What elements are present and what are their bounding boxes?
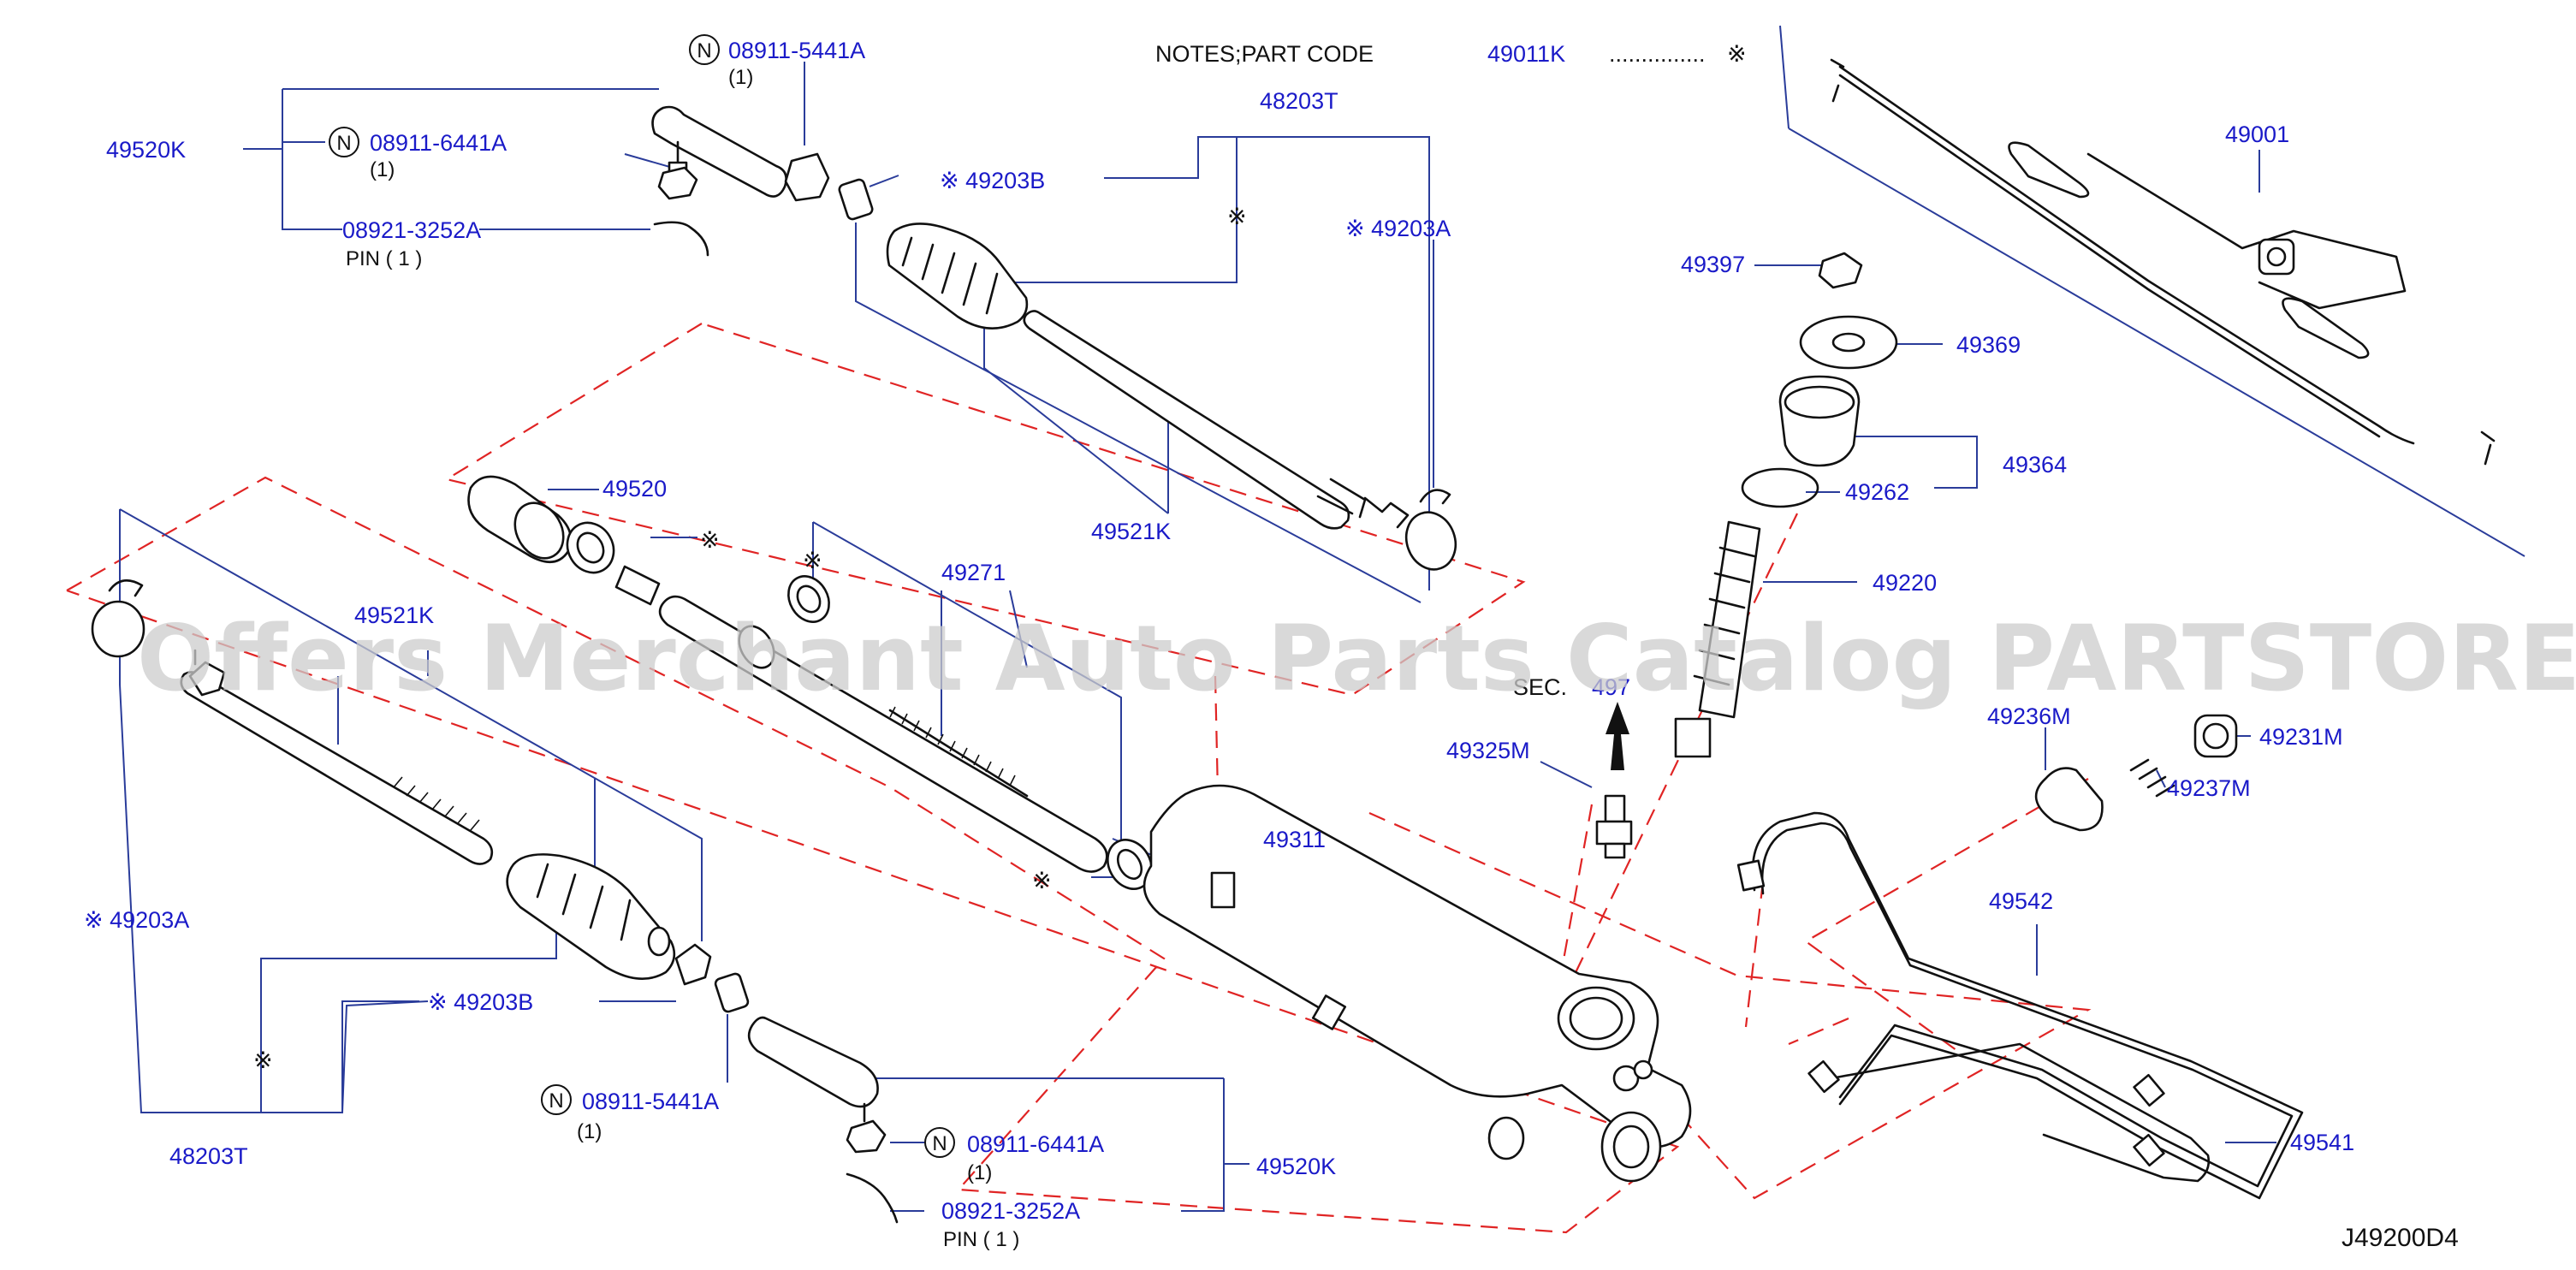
- callout-49521K-left[interactable]: 49521K: [354, 602, 434, 628]
- callout-49203A-top[interactable]: ※ 49203A: [1345, 216, 1451, 241]
- reference-mark-ring: ※: [700, 527, 720, 553]
- nut-49397: [1818, 252, 1863, 289]
- section-reference: SEC. 497: [1513, 674, 1630, 700]
- inner-tie-rod-left: [180, 649, 494, 865]
- arrow-up-icon: [1606, 702, 1629, 770]
- svg-text:N: N: [336, 132, 351, 155]
- clamp-left: [91, 579, 145, 658]
- pinion-shaft: [1674, 520, 1761, 758]
- circled-n-icon: N: [924, 1127, 955, 1158]
- callout-49236M[interactable]: 49236M: [1987, 703, 2071, 729]
- diagram-code: J49200D4: [2342, 1224, 2459, 1252]
- tie-rod-end-bottom: [747, 1016, 899, 1224]
- callout-49220[interactable]: 49220: [1873, 570, 1937, 596]
- reference-mark-271: ※: [803, 548, 822, 573]
- callout-08911-5441A-bottom[interactable]: 08911-5441A: [582, 1089, 719, 1114]
- clamp-top: [1404, 489, 1457, 571]
- gear-housing: [1143, 784, 1692, 1183]
- qty-08911-5441A-bottom: (1): [577, 1120, 602, 1143]
- inner-tie-rod-top: [1023, 310, 1410, 530]
- sec-ref-link[interactable]: 497: [1592, 674, 1630, 700]
- callout-08921-3252A-bottom[interactable]: 08921-3252A: [941, 1198, 1080, 1224]
- callout-49231M[interactable]: 49231M: [2259, 724, 2343, 750]
- callout-labels: 49520K 08911-5441A (1) 08911-6441A (1) 0…: [84, 38, 2354, 1251]
- circled-n-icon: N: [541, 1084, 572, 1115]
- sec-prefix: SEC.: [1513, 674, 1567, 700]
- callout-08911-6441A-bottom[interactable]: 08911-6441A: [967, 1131, 1104, 1157]
- notes-label: NOTES;PART CODE: [1155, 41, 1374, 67]
- qty-08911-6441A-bottom: (1): [967, 1161, 992, 1184]
- callout-49520K-bottom[interactable]: 49520K: [1256, 1154, 1336, 1179]
- parts-drawing: [91, 58, 2496, 1224]
- watermark-text: Offers Merchant Auto Parts Catalog PARTS…: [137, 606, 2576, 711]
- rack-bushing: [467, 475, 615, 574]
- pin-label-bottom: PIN ( 1 ): [943, 1228, 1019, 1251]
- callout-49520K-top[interactable]: 49520K: [106, 137, 186, 163]
- callout-49203B-top[interactable]: ※ 49203B: [940, 168, 1045, 193]
- callout-49541[interactable]: 49541: [2290, 1130, 2354, 1155]
- callout-08911-6441A-top[interactable]: 08911-6441A: [370, 130, 507, 156]
- callout-49542[interactable]: 49542: [1989, 888, 2053, 914]
- tie-rod-end-top: [651, 105, 787, 257]
- hydraulic-lines: [1736, 811, 2304, 1200]
- reference-mark-bushing: ※: [1032, 868, 1052, 893]
- o-ring-49262: [1741, 467, 1819, 508]
- circled-n-icon: N: [689, 34, 720, 65]
- callout-49369[interactable]: 49369: [1956, 332, 2021, 358]
- callout-49203B-left[interactable]: ※ 49203B: [428, 989, 533, 1015]
- callout-49364[interactable]: 49364: [2003, 452, 2067, 478]
- callout-49271[interactable]: 49271: [941, 560, 1006, 585]
- callout-49397[interactable]: 49397: [1681, 252, 1745, 277]
- pin-label-top: PIN ( 1 ): [346, 247, 422, 270]
- circled-n-icon: N: [329, 127, 359, 157]
- notes-code: 49011K: [1487, 41, 1565, 67]
- fitting-49325M: [1595, 794, 1633, 859]
- callout-08921-3252A-top[interactable]: 08921-3252A: [342, 217, 481, 243]
- valve-parts-49236M: [2034, 714, 2238, 832]
- qty-08911-6441A-top: (1): [370, 158, 395, 181]
- bushings-top: [784, 152, 874, 221]
- reference-mark-left: ※: [253, 1047, 273, 1073]
- reference-mark-top: ※: [1227, 204, 1247, 229]
- notes-dots: ...............: [1609, 41, 1706, 67]
- circled-n-markers: N N N N: [329, 34, 955, 1158]
- callout-49520[interactable]: 49520: [602, 476, 667, 501]
- callout-49521K-top[interactable]: 49521K: [1091, 519, 1171, 544]
- notes-header: NOTES;PART CODE 49011K ............... ※: [1155, 41, 1747, 67]
- bushings-left: [674, 943, 750, 1013]
- callout-49262[interactable]: 49262: [1845, 479, 1909, 505]
- gear-assembly-49001: [1830, 58, 2496, 466]
- rack-shaft: [614, 565, 1153, 890]
- svg-text:N: N: [549, 1089, 563, 1113]
- callout-48203T-top[interactable]: 48203T: [1260, 88, 1338, 114]
- callout-49203A-left[interactable]: ※ 49203A: [84, 907, 189, 933]
- callout-08911-5441A-top[interactable]: 08911-5441A: [728, 38, 865, 63]
- callout-49237M[interactable]: 49237M: [2167, 775, 2251, 801]
- callout-48203T-left[interactable]: 48203T: [169, 1143, 248, 1169]
- callout-49325M[interactable]: 49325M: [1446, 738, 1530, 763]
- qty-08911-5441A-top: (1): [728, 66, 753, 89]
- boot-top: [886, 223, 1029, 330]
- callout-49311[interactable]: 49311: [1263, 827, 1326, 852]
- leader-lines: [119, 25, 2526, 1212]
- boot-left: [506, 853, 676, 981]
- callout-49001[interactable]: 49001: [2225, 122, 2289, 147]
- svg-text:N: N: [932, 1132, 947, 1155]
- svg-text:N: N: [697, 39, 711, 62]
- notes-mark: ※: [1727, 41, 1747, 67]
